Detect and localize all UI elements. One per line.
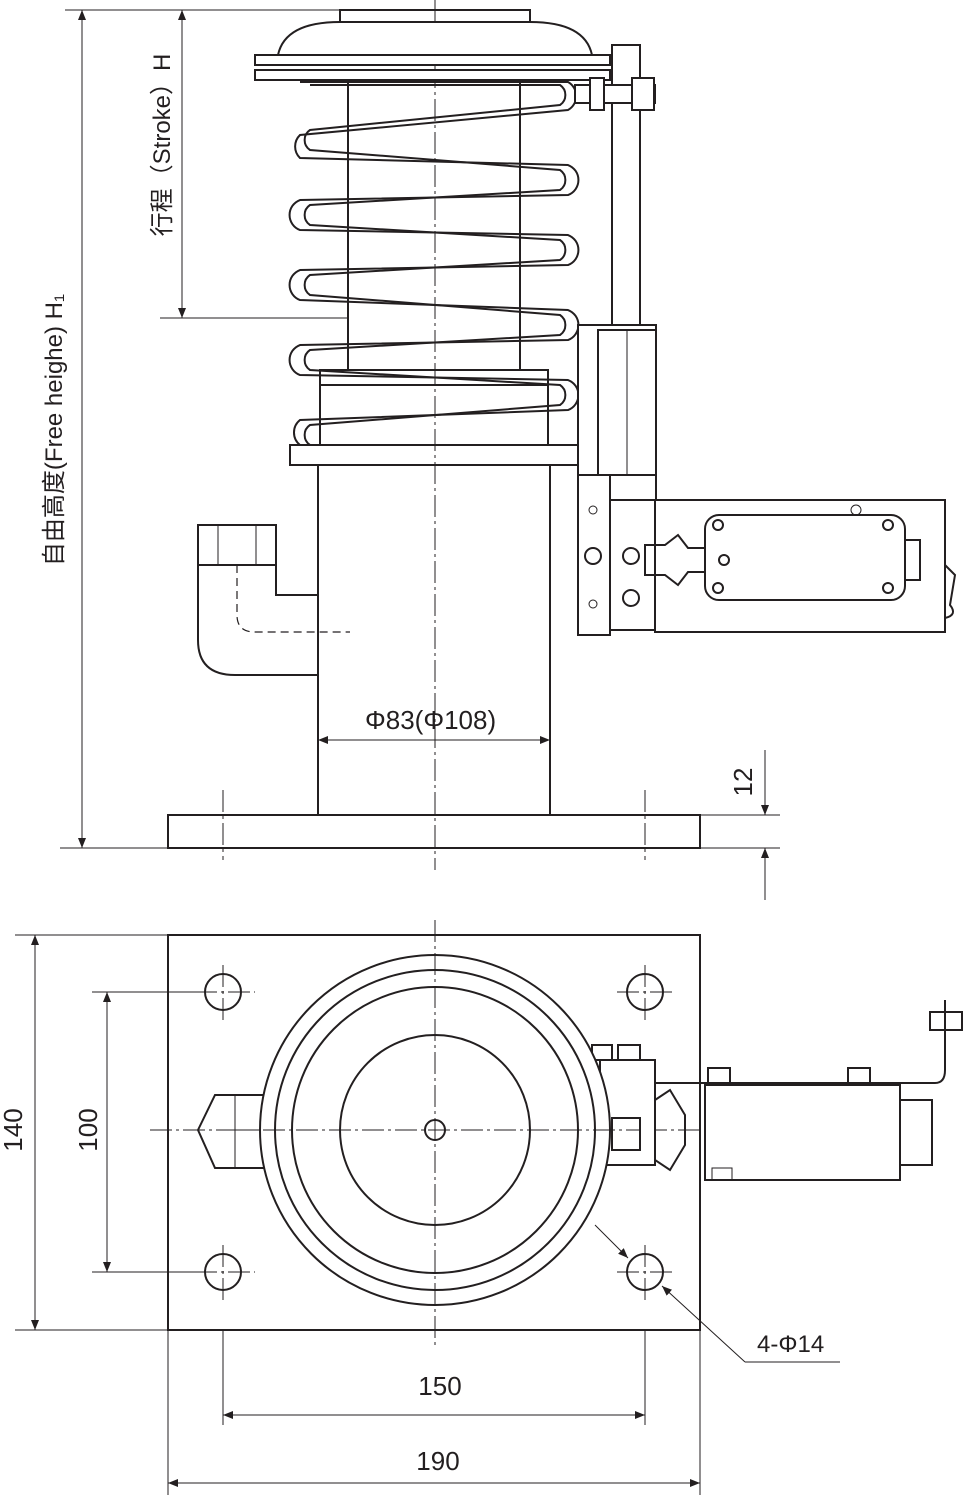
dim-100: 100 [73,1108,103,1151]
spring-seat [289,444,579,466]
plunger [347,81,521,371]
stroke-label: 行程（Stroke）H [149,54,176,237]
spring [288,81,580,446]
dim-190: 190 [416,1446,459,1476]
cylinder-body [317,464,551,816]
diameter-label: Φ83(Φ108) [365,705,496,735]
limit-switch [644,499,957,633]
free-height-label: 自由高度(Free heighe) H₁ [41,294,68,566]
oil-fitting [197,524,350,676]
dim-150: 150 [418,1371,461,1401]
top-view: 4-Φ14 140 100 150 190 [0,920,963,1495]
switch-bracket [577,324,657,636]
top-cap [254,9,611,81]
base-plate [167,814,701,849]
front-view: Φ83(Φ108) 12 自由高度(Free heighe) H₁ 行程（Str… [41,0,957,900]
switch-top [591,1000,963,1181]
dim-140: 140 [0,1108,28,1151]
base-thickness-label: 12 [728,768,758,797]
base-plate-top [167,934,701,1331]
holes-label: 4-Φ14 [757,1331,824,1358]
